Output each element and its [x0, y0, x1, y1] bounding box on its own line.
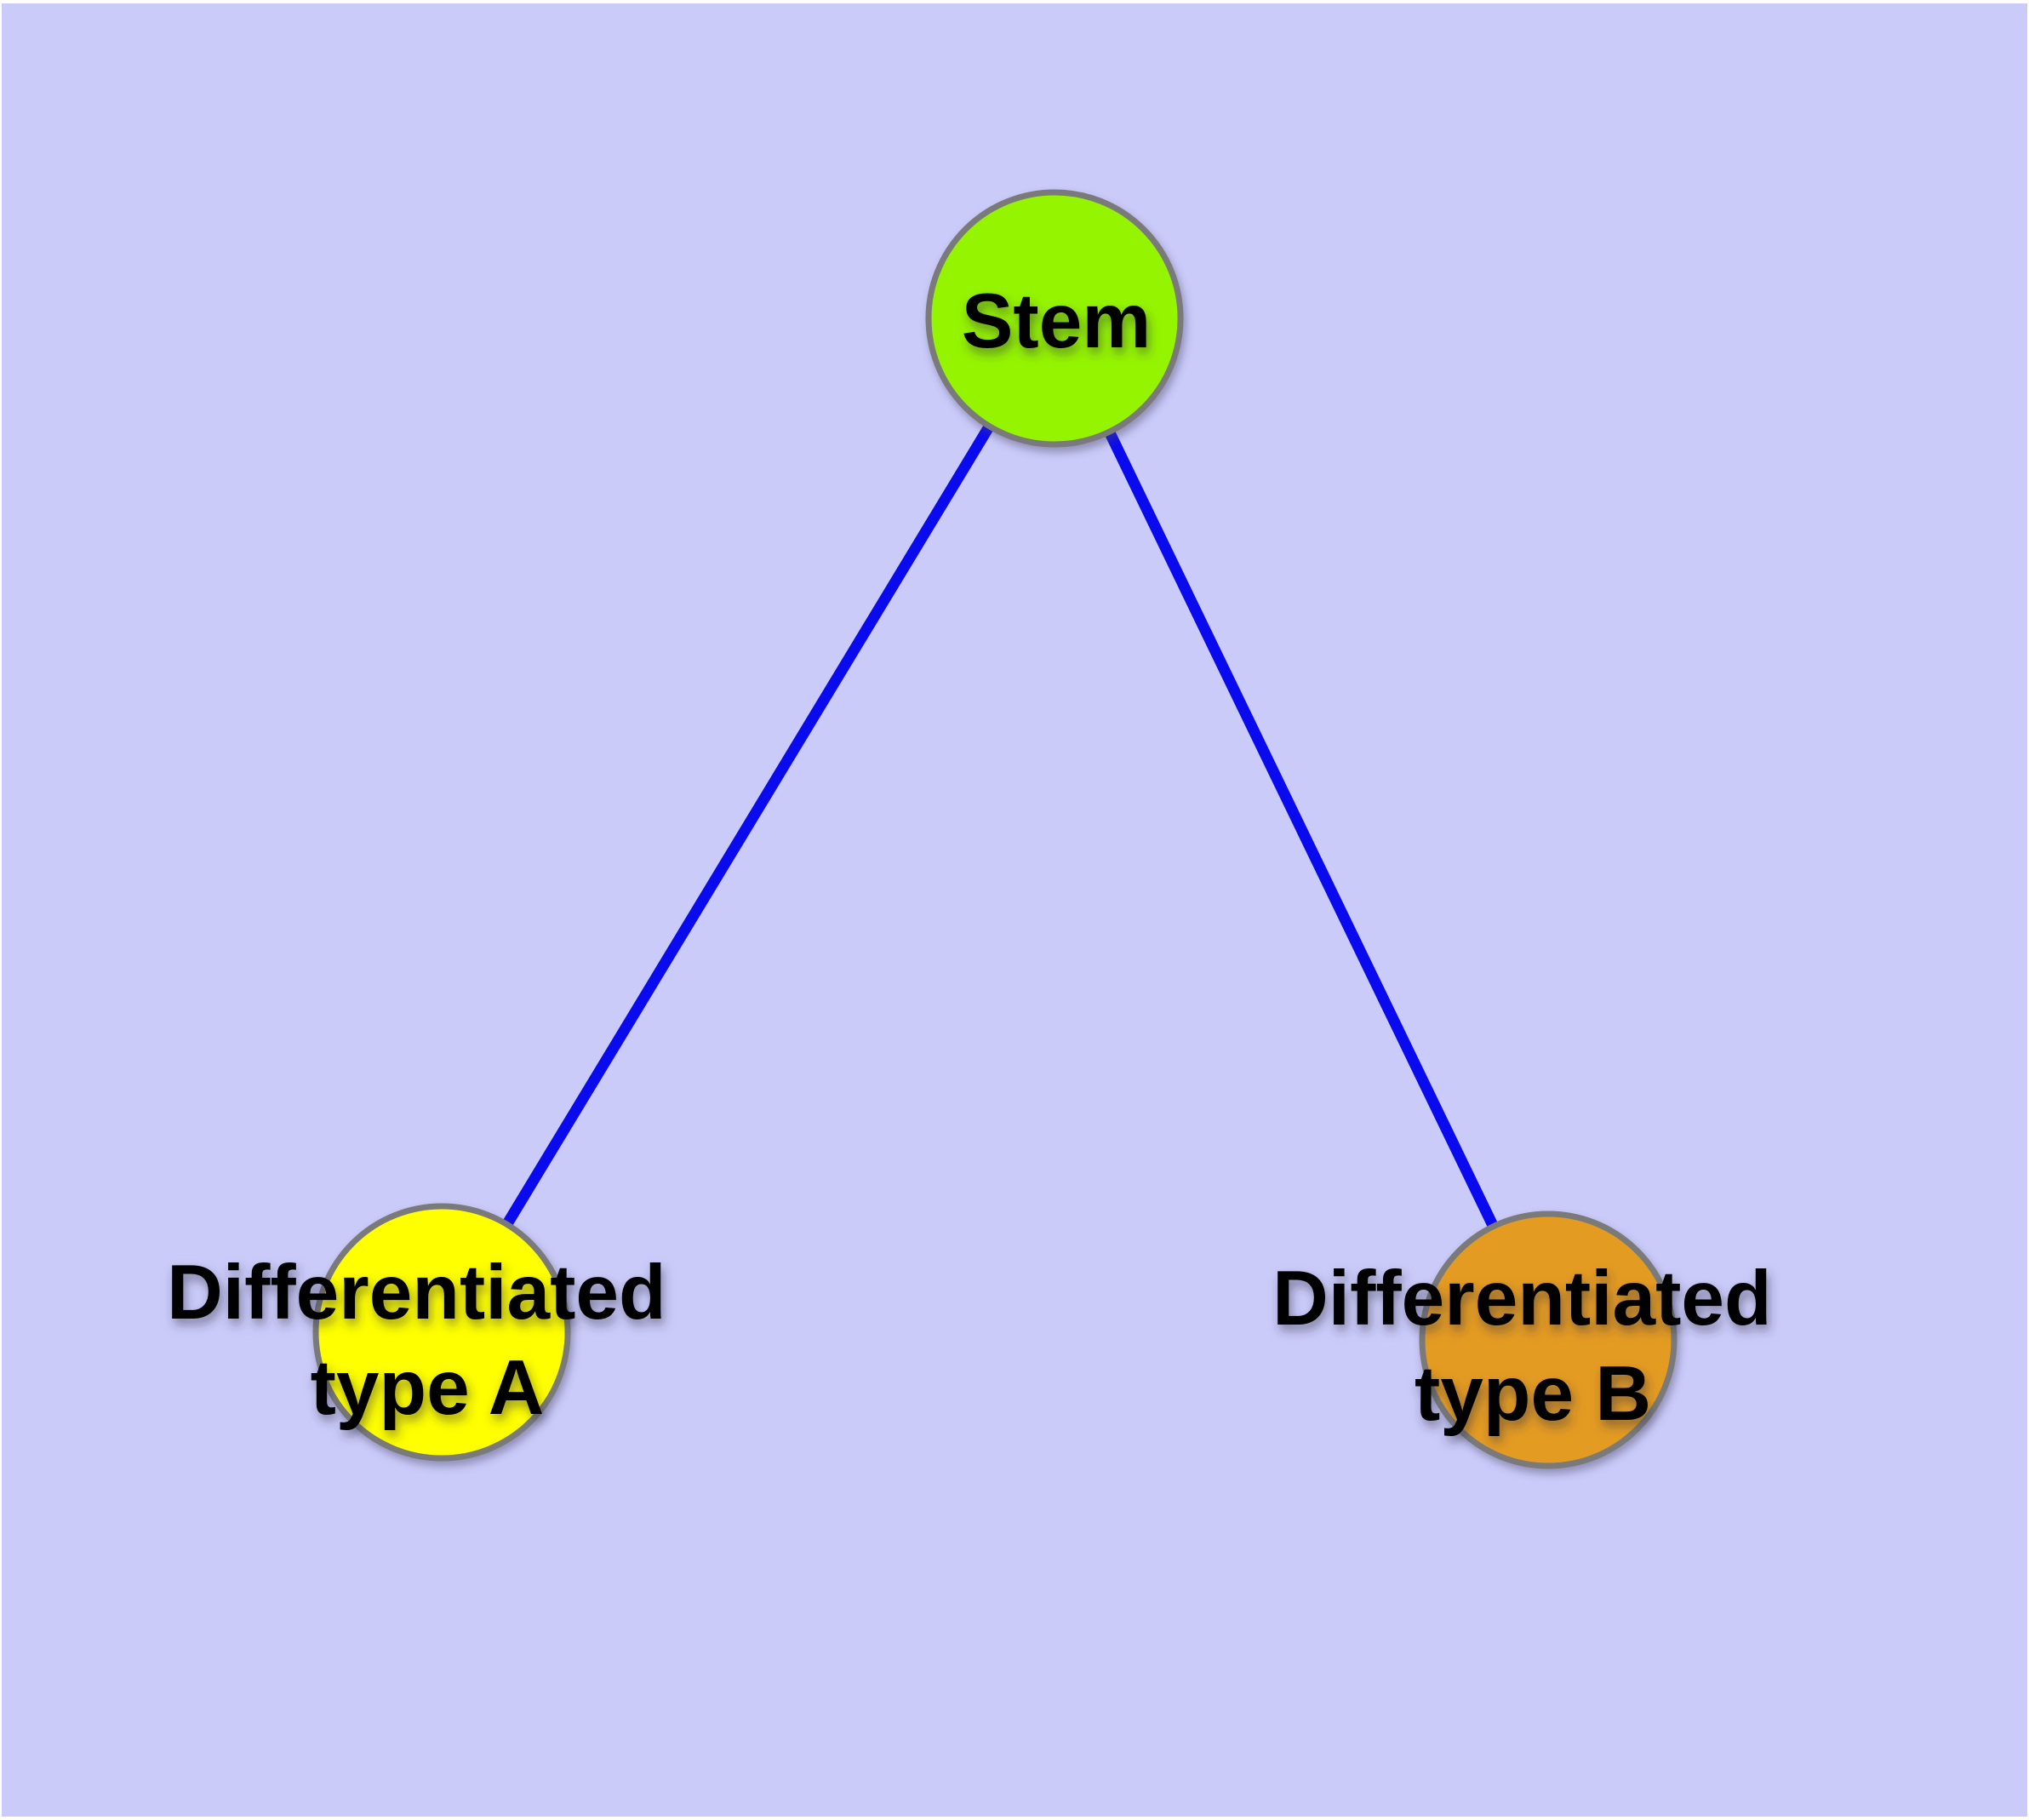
node-stem: Stem: [925, 189, 1184, 448]
edge-stem-to-differentiated-type-a: [436, 312, 1060, 1338]
node-differentiated-type-a-circle: [312, 1203, 571, 1462]
edges-layer: [436, 312, 1554, 1346]
node-differentiated-type-b-label: Differentiated type B: [1272, 1256, 1793, 1437]
node-differentiated-type-a-label-line1: Differentiated: [167, 1250, 666, 1336]
node-differentiated-type-b: Differentiated type B: [1272, 1210, 1793, 1469]
node-differentiated-type-a-label-line2: type A: [311, 1345, 545, 1431]
node-stem-circle: [925, 189, 1184, 448]
node-differentiated-type-b-circle: [1419, 1210, 1677, 1469]
node-differentiated-type-b-label-line1: Differentiated: [1272, 1256, 1772, 1342]
node-stem-label-line: Stem: [962, 278, 1152, 364]
edge-stem-to-differentiated-type-b: [1049, 312, 1554, 1346]
node-differentiated-type-a: Differentiated type A: [167, 1203, 688, 1462]
node-differentiated-type-b-label-line2: type B: [1415, 1351, 1651, 1437]
node-differentiated-type-a-label: Differentiated type A: [167, 1250, 688, 1431]
node-stem-label: Stem: [962, 278, 1152, 364]
